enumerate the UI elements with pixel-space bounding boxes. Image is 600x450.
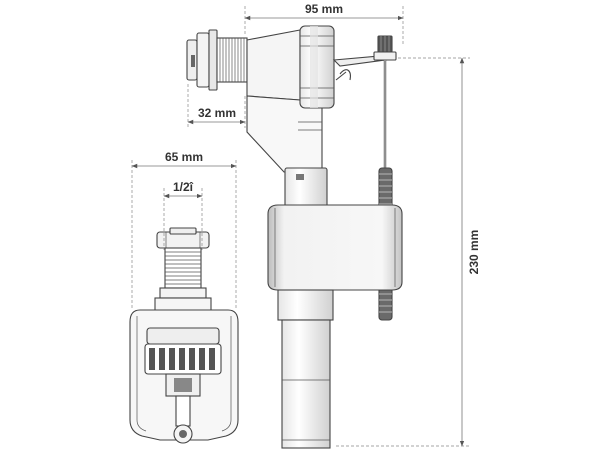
- label-32mm: 32 mm: [198, 106, 236, 120]
- front-thread: [164, 247, 202, 289]
- fill-valve-side-view: [186, 25, 403, 449]
- label-230mm: 230 mm: [467, 230, 481, 275]
- label-thread: 1/2î: [173, 180, 194, 194]
- inlet-shank: [186, 29, 248, 91]
- dimension-32mm: [187, 84, 246, 128]
- rod-clip-upper: [378, 167, 393, 215]
- tube-collar: [284, 167, 328, 209]
- valve-head: [246, 29, 301, 101]
- dimension-thread: [163, 188, 203, 250]
- float-chamber: [267, 204, 403, 291]
- union-nut: [299, 25, 335, 109]
- label-65mm: 65 mm: [165, 150, 203, 164]
- front-ribbed-nut: [144, 343, 222, 375]
- adjust-screw: [373, 35, 397, 61]
- fill-valve-front-view: [129, 227, 239, 444]
- dimension-95mm: [244, 6, 404, 44]
- dimension-230mm: [336, 57, 470, 447]
- thread-ridges-horizontal: [216, 37, 248, 83]
- label-95mm: 95 mm: [305, 2, 343, 16]
- lower-tube: [277, 289, 334, 449]
- dimension-65mm: [131, 160, 237, 310]
